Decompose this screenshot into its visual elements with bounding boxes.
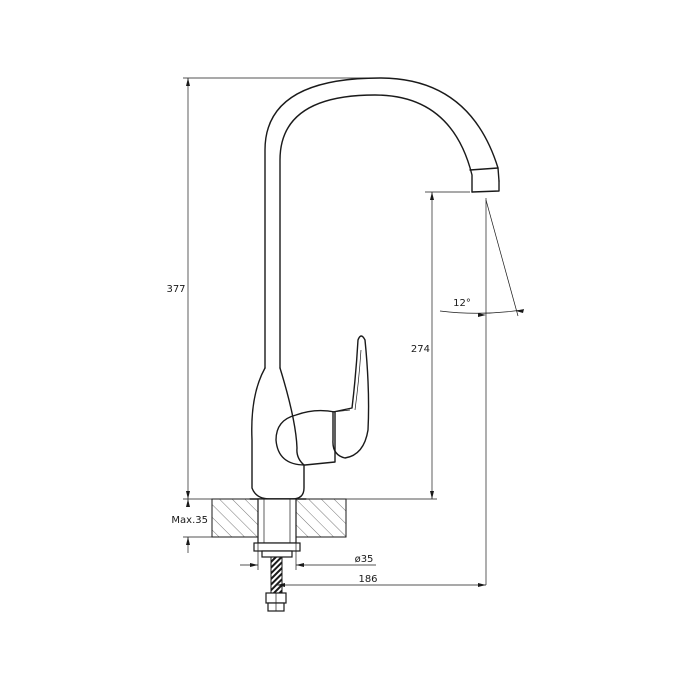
dimension-shank-diameter-label: ø35 [355,554,374,565]
shank-assembly [253,498,301,612]
dimension-overall-height-label: 377 [166,284,185,295]
countertop-right [295,498,347,538]
dimension-spout-angle: 12° [439,198,524,585]
spout-tip [469,167,500,193]
lever-mount [275,409,336,466]
dimension-spout-angle-label: 12° [453,298,471,309]
countertop-section [211,498,347,538]
dimension-counter-thickness-label: Max.35 [171,515,208,526]
dimension-spout-reach: 186 [277,574,486,587]
dimension-spout-height: 274 [346,191,470,500]
lever-handle-inner [354,349,362,411]
faucet-body [249,77,500,500]
dimension-counter-thickness: Max.35 [171,499,212,553]
countertop-left [211,498,259,538]
dimension-spout-reach-label: 186 [358,574,377,585]
mounting-nut [253,542,301,552]
dimension-spout-height-label: 274 [411,344,430,355]
supply-hose [270,556,283,594]
spout-outer [264,77,500,369]
lever-handle [332,335,370,459]
spout-inner [279,94,473,369]
dimension-overall-height: 377 [166,77,380,500]
dimension-shank-diameter: ø35 [240,543,376,570]
lever-base-line [332,409,351,413]
mounting-washer [261,550,293,558]
body-column [251,367,305,500]
